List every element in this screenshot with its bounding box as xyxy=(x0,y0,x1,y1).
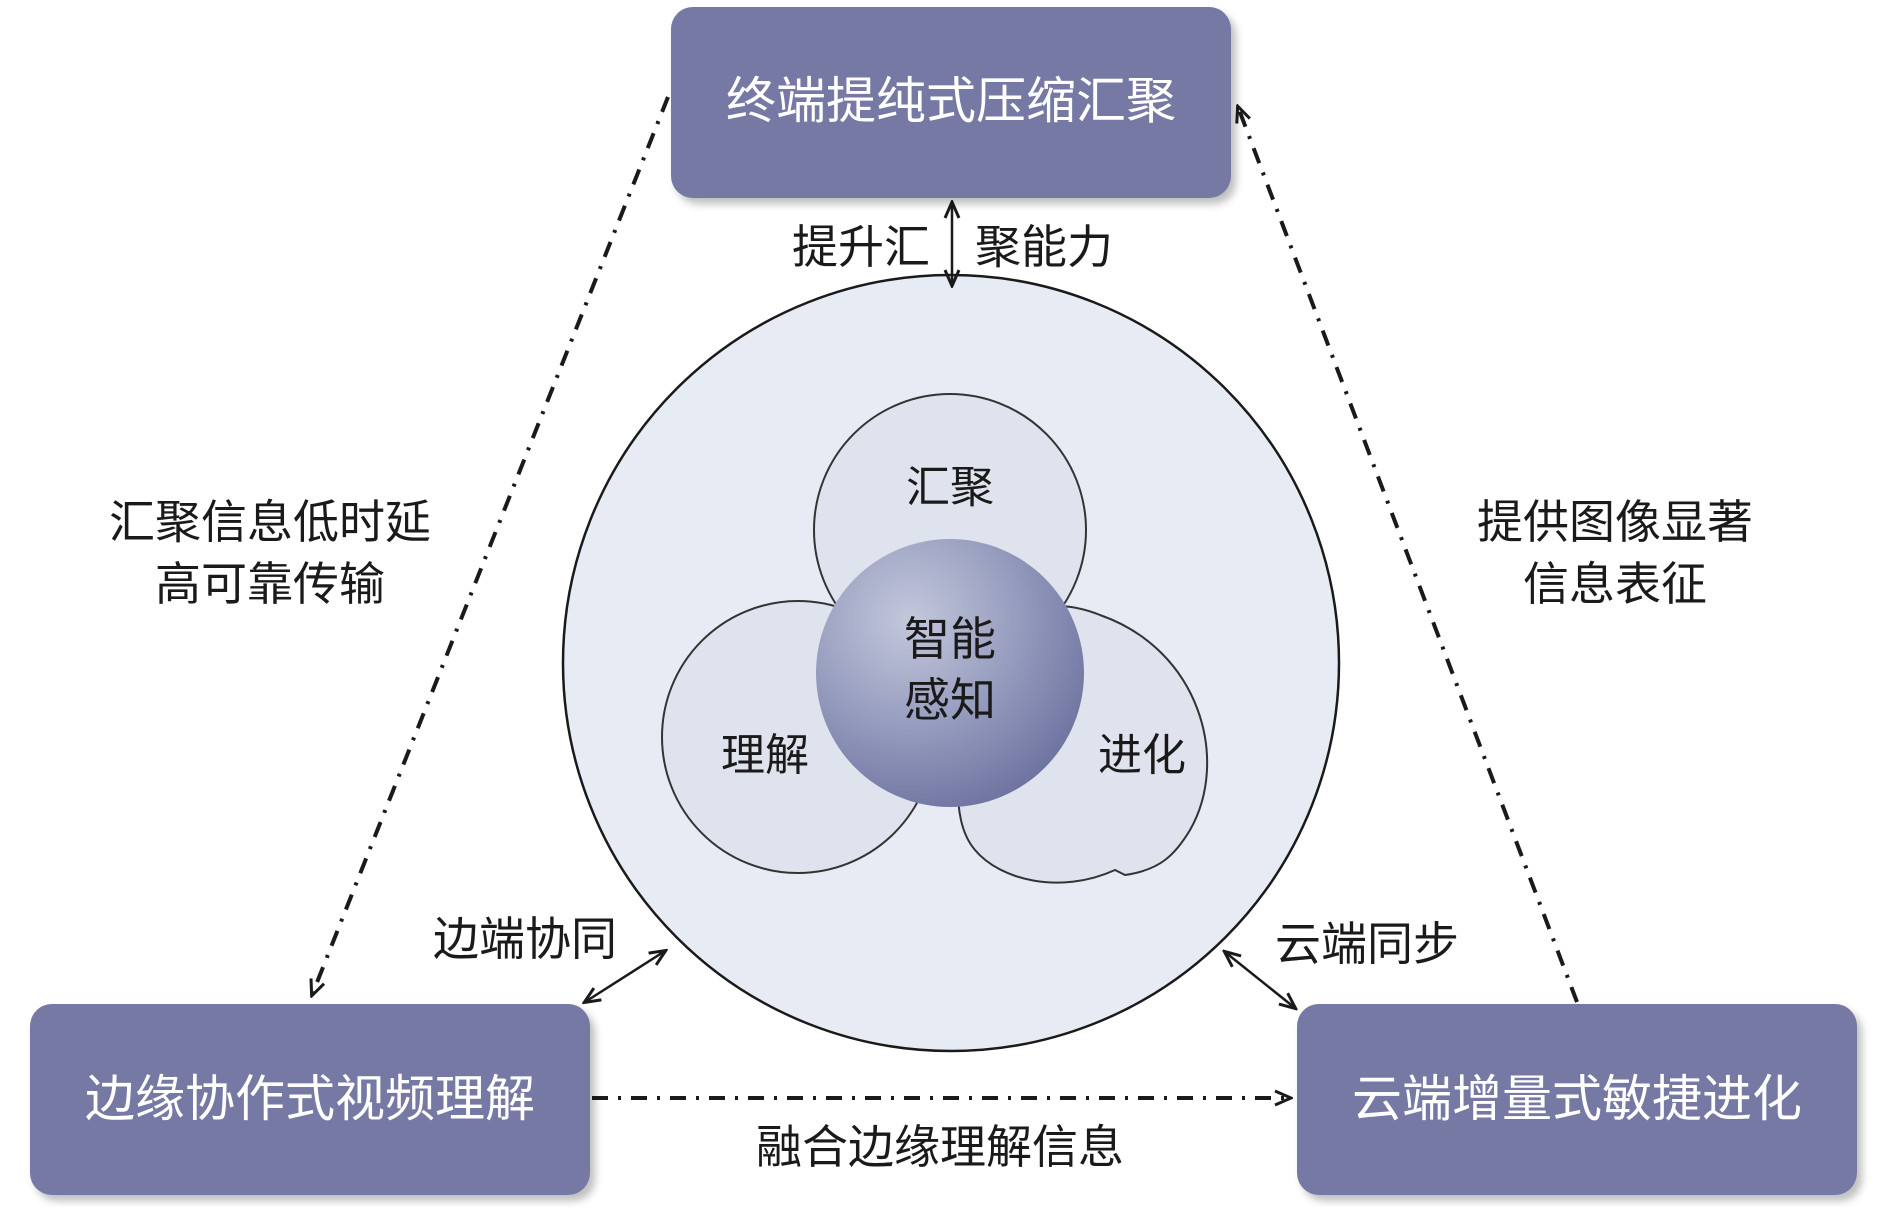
cloud-box: 云端增量式敏捷进化 xyxy=(1297,1004,1857,1195)
cloud-sync-arrow xyxy=(1225,952,1295,1008)
top-to-left-link xyxy=(312,96,670,995)
core-circle xyxy=(816,539,1084,807)
edge-box-label: 边缘协作式视频理解 xyxy=(85,1070,535,1128)
left-side-label-line2: 高可靠传输 xyxy=(155,557,385,611)
edge-box: 边缘协作式视频理解 xyxy=(30,1004,590,1195)
edge-sync-label: 边端协同 xyxy=(433,912,617,966)
left-side-label-line1: 汇聚信息低时延 xyxy=(109,495,431,549)
terminal-box: 终端提纯式压缩汇聚 xyxy=(671,7,1231,198)
cloud-sync-label: 云端同步 xyxy=(1275,917,1459,971)
right-side-label-line1: 提供图像显著 xyxy=(1477,495,1753,549)
core-label-line2: 感知 xyxy=(904,673,996,727)
petal-right-label: 进化 xyxy=(1098,730,1186,781)
bottom-link-label: 融合边缘理解信息 xyxy=(756,1120,1124,1174)
cloud-box-label: 云端增量式敏捷进化 xyxy=(1352,1070,1802,1128)
top-link-label-right: 聚能力 xyxy=(975,220,1113,274)
petal-left-label: 理解 xyxy=(721,730,809,781)
petal-top-label: 汇聚 xyxy=(906,462,994,513)
right-side-label-line2: 信息表征 xyxy=(1523,557,1707,611)
right-to-top-link xyxy=(1238,107,1579,1003)
edge-sync-arrow xyxy=(585,951,665,1002)
core-label-line1: 智能 xyxy=(904,612,996,666)
terminal-box-label: 终端提纯式压缩汇聚 xyxy=(726,72,1176,130)
top-link-label-left: 提升汇 xyxy=(792,220,930,274)
